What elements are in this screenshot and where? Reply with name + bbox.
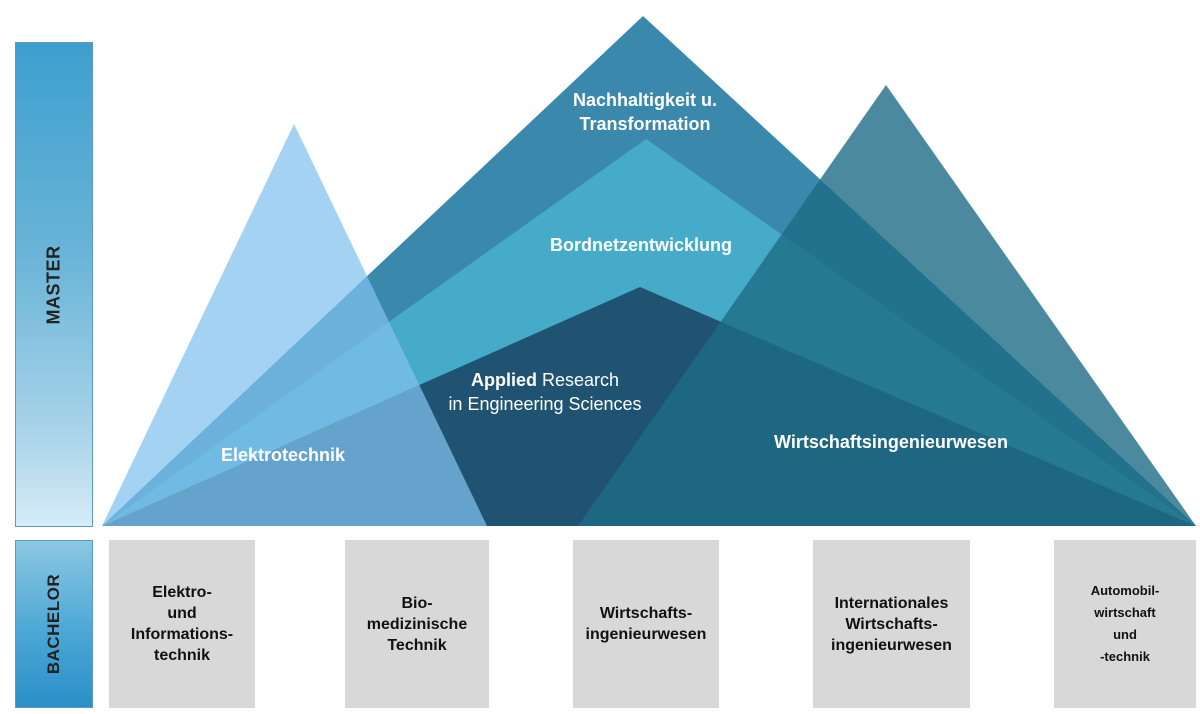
bachelor-label-wirtschaftsingenieurwesen: Wirtschafts- ingenieurwesen [585, 605, 707, 643]
bachelor-label-internationales-wirtschaftsingenieurwesen: Internationales Wirtschafts- ingenieurwe… [831, 594, 952, 654]
bachelor-box-elektro-informationstechnik[interactable]: Elektro- und Informations- technik [109, 540, 255, 708]
bachelor-label-automobilwirtschaft-technik: Automobil- wirtschaft und -technik [1090, 583, 1160, 664]
label-applied-research-line2: in Engineering Sciences [448, 394, 641, 414]
master-level-bar: MASTER [15, 42, 93, 527]
label-applied-bold: Applied [471, 370, 537, 390]
label-elektrotechnik: Elektrotechnik [221, 445, 346, 465]
bachelor-label-elektro-informationstechnik: Elektro- und Informations- technik [130, 584, 234, 664]
bachelor-label-biomedizinische-technik: Bio- medizinische Technik [366, 594, 468, 654]
bachelor-box-wirtschaftsingenieurwesen[interactable]: Wirtschafts- ingenieurwesen [573, 540, 719, 708]
bachelor-label: BACHELOR [44, 573, 63, 675]
bachelor-box-internationales-wirtschaftsingenieurwesen[interactable]: Internationales Wirtschafts- ingenieurwe… [813, 540, 970, 708]
bachelor-box-biomedizinische-technik[interactable]: Bio- medizinische Technik [345, 540, 489, 708]
label-nachhaltigkeit-line1: Nachhaltigkeit u. [573, 90, 717, 110]
triangle-elektrotechnik[interactable] [102, 124, 487, 526]
label-wirtschaftsingenieurwesen: Wirtschaftsingenieurwesen [774, 432, 1008, 452]
label-applied-research-line1: Applied Research [471, 370, 619, 390]
triangle-wirtschaftsingenieurwesen[interactable] [578, 85, 1196, 526]
label-bordnetz: Bordnetzentwicklung [550, 235, 732, 255]
label-applied-rest: Research [537, 370, 619, 390]
label-nachhaltigkeit-line2: Transformation [579, 114, 710, 134]
bachelor-box-automobilwirtschaft-technik[interactable]: Automobil- wirtschaft und -technik [1054, 540, 1196, 708]
master-triangles: Nachhaltigkeit u. Transformation Bordnet… [102, 16, 1196, 526]
bachelor-level-bar: BACHELOR [15, 540, 93, 708]
